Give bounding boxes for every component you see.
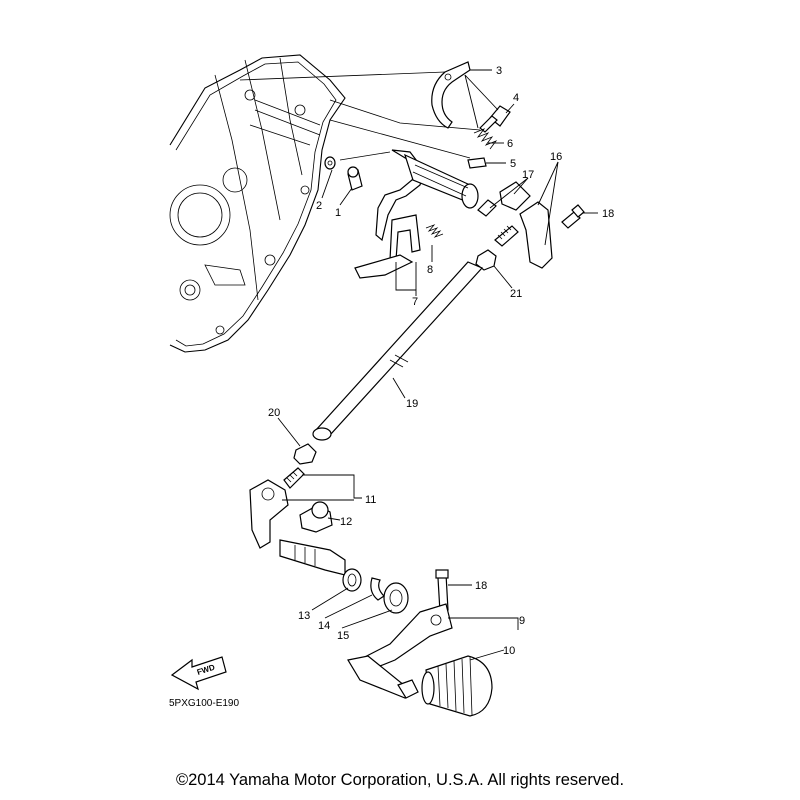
callout-14: 14 [318,620,330,632]
callout-17: 17 [522,169,534,181]
callout-numbers: 3 4 6 5 16 17 18 2 1 8 7 21 19 20 11 12 … [268,65,614,657]
callout-7: 7 [412,296,418,308]
part-shift-arm-16 [477,181,585,269]
part-shift-shaft [324,149,479,279]
callout-11: 11 [365,494,376,506]
part-shift-rod-19 [312,261,484,441]
part-spring-6 [473,128,498,150]
callout-6: 6 [507,138,513,150]
callout-13: 13 [298,610,310,622]
part-bolt-4 [479,105,511,133]
diagram-code: 5PXG100-E190 [169,698,239,709]
callout-15: 15 [337,630,349,642]
callout-10: 10 [503,645,515,657]
part-stopper-lever [431,61,471,129]
callout-12: 12 [340,516,352,528]
leader-lines [277,69,598,661]
callout-21: 21 [510,288,522,300]
callout-4: 4 [513,92,519,104]
callout-2: 2 [316,200,322,212]
part-washers [342,568,409,614]
callout-8: 8 [427,264,433,276]
part-pedal-rubber-10 [421,655,493,717]
callout-1: 1 [335,207,341,219]
callout-3: 3 [496,65,502,77]
callout-5: 5 [510,158,516,170]
callout-18-lower: 18 [475,580,487,592]
guide-lines [239,71,481,161]
part-nut-20 [293,443,317,465]
part-pin-5 [467,157,487,169]
copyright-notice: ©2014 Yamaha Motor Corporation, U.S.A. A… [175,771,625,789]
callout-16: 16 [550,151,562,163]
part-shift-pedal-9 [347,603,453,699]
fwd-arrow-icon: FWD [170,656,227,691]
callout-9: 9 [519,615,525,627]
callout-18-upper: 18 [602,208,614,220]
crankcase-outline [169,54,346,353]
callout-19: 19 [406,398,418,410]
callout-20: 20 [268,407,280,419]
part-shift-lever-11 [249,467,346,576]
